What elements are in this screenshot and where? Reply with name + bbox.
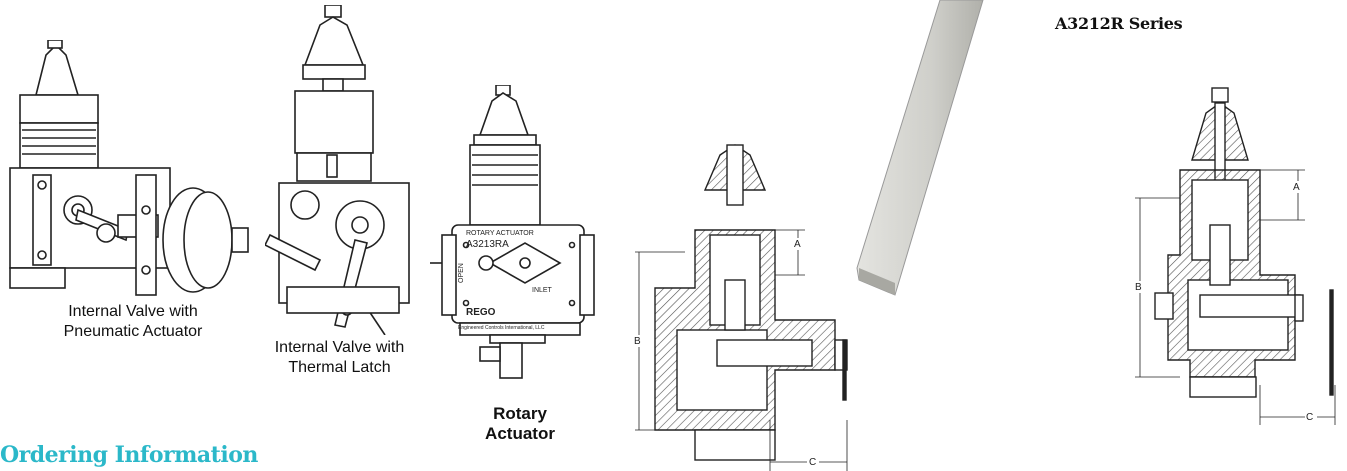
rotary-maker-label: Engineered Controls International, LLC bbox=[458, 325, 545, 331]
rotary-model-label: A3213RA bbox=[466, 239, 509, 250]
rotary-open-label: OPEN bbox=[458, 263, 465, 283]
rotary-inlet-label: INLET bbox=[532, 287, 553, 294]
series-title: A3212R Series bbox=[1055, 14, 1183, 33]
rotary-actuator-drawing: ROTARY ACTUATOR A3213RA OPEN INLET REGO … bbox=[430, 85, 595, 379]
valve-cross-section-drawing: A B C bbox=[633, 144, 848, 471]
thermal-latch-caption: Internal Valve with Thermal Latch bbox=[252, 338, 427, 378]
ordering-information-heading: Ordering Information bbox=[0, 442, 258, 468]
a3212r-dimension-c-label: C bbox=[1306, 412, 1313, 423]
dimension-a-label: A bbox=[794, 239, 801, 250]
thermal-caption-line-2: Thermal Latch bbox=[288, 359, 391, 376]
grey-bar-image bbox=[856, 0, 984, 296]
thermal-caption-line-1: Internal Valve with bbox=[274, 339, 405, 356]
thermal-latch-valve-drawing bbox=[265, 5, 410, 335]
rotary-caption-line-2: Actuator bbox=[485, 424, 555, 443]
rotary-small-label: ROTARY ACTUATOR bbox=[466, 230, 534, 237]
a3212r-cross-section-drawing: A B C bbox=[1134, 87, 1336, 425]
pneumatic-actuator-caption: Internal Valve with Pneumatic Actuator bbox=[8, 302, 258, 342]
pneumatic-actuator-valve-drawing bbox=[9, 40, 249, 296]
pneumatic-caption-line-1: Internal Valve with bbox=[68, 303, 198, 320]
dimension-c-label: C bbox=[809, 457, 816, 468]
rotary-actuator-caption: Rotary Actuator bbox=[470, 404, 570, 444]
pneumatic-caption-line-2: Pneumatic Actuator bbox=[63, 323, 203, 340]
rotary-caption-line-1: Rotary bbox=[493, 404, 547, 423]
rotary-brand-label: REGO bbox=[466, 307, 496, 318]
dimension-b-label: B bbox=[634, 336, 641, 347]
a3212r-dimension-a-label: A bbox=[1293, 182, 1300, 193]
a3212r-dimension-b-label: B bbox=[1135, 282, 1142, 293]
